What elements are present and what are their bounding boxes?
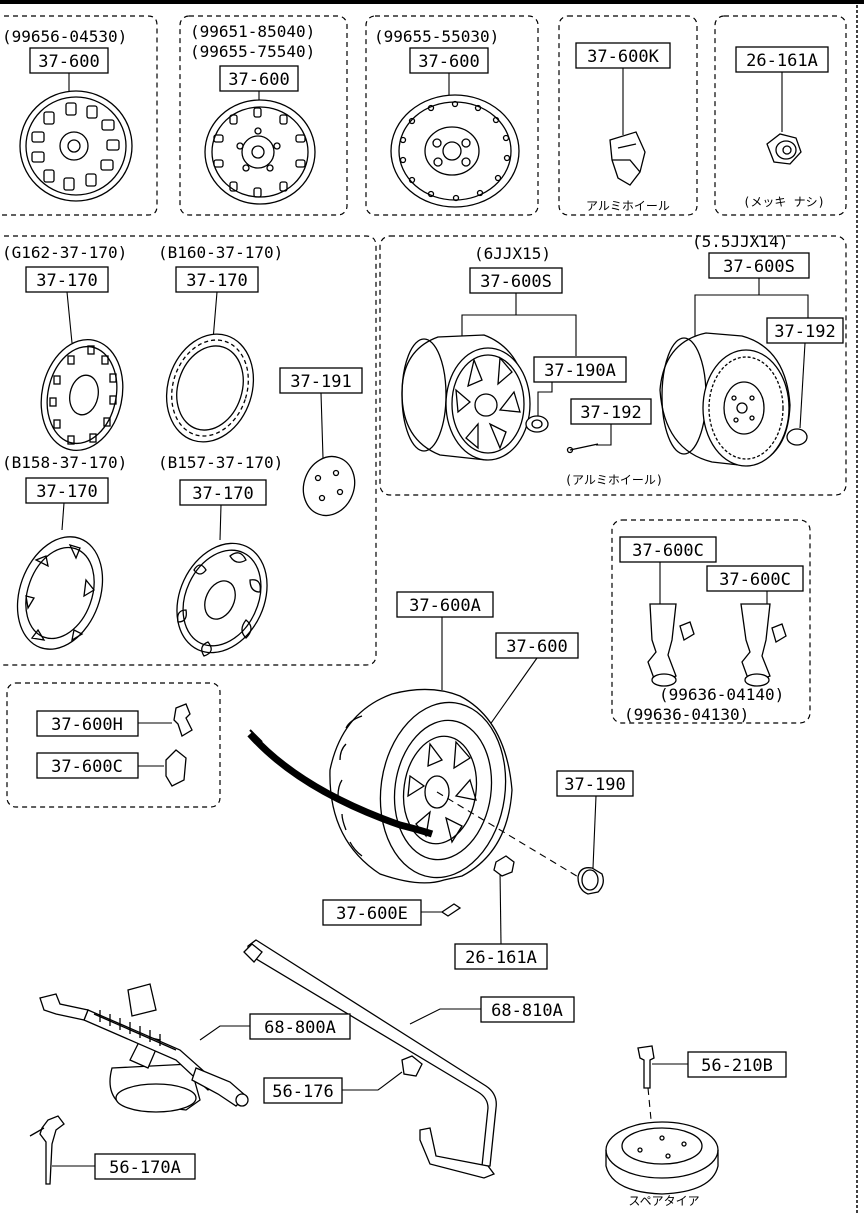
valve-core-icon [165, 703, 193, 787]
alloy-wheel-icon [659, 332, 791, 467]
part-label[interactable]: 37-600A [409, 596, 481, 616]
top-border [0, 0, 864, 4]
part-label[interactable]: 37-600 [506, 637, 567, 657]
hub-nut-icon [577, 867, 604, 895]
center-cap-icon [302, 455, 356, 517]
part-label[interactable]: 68-810A [491, 1001, 563, 1021]
group-valve-parts: 37-600H 37-600C [6, 682, 221, 808]
part-number-header: (99656-04530) [2, 27, 127, 46]
part-number-header: (99636-04130) [624, 705, 749, 724]
note-text: アルミホイール [586, 199, 670, 213]
group-ornament-37-600K: 37-600K アルミホイール [558, 15, 698, 216]
group-wheel-99651-85040: (99651-85040) (99655-75540) 37-600 [179, 15, 348, 216]
note-text: (アルミホイール) [565, 473, 663, 487]
valve-cap-icon [440, 903, 462, 917]
part-label[interactable]: 37-600S [723, 257, 795, 277]
pointer-arrow [247, 731, 434, 838]
part-label[interactable]: 56-170A [109, 1158, 181, 1178]
part-label[interactable]: 37-600K [587, 47, 659, 67]
part-label[interactable]: 37-190 [564, 775, 625, 795]
lug-nut-icon [493, 855, 515, 877]
group-alloy-wheels: (6JJX15) (5.5JJX14) 37-600S 37-190A 37-1… [379, 232, 847, 496]
part-number-header: (B158-37-170) [2, 453, 127, 472]
part-label[interactable]: 37-170 [36, 482, 97, 502]
part-label[interactable]: 37-600 [418, 52, 479, 72]
part-label[interactable]: 37-600C [719, 570, 791, 590]
group-wheel-99656-04530: (99656-04530) 37-600 [0, 15, 158, 216]
part-label[interactable]: 37-600H [51, 715, 123, 735]
center-cap-icon [786, 428, 808, 446]
part-number-header: (5.5JJX14) [692, 232, 788, 251]
trim-ring-icon [165, 333, 255, 443]
group-nut-26-161A: 26-161A (メッキ ナシ) [714, 15, 847, 216]
group-wheel-99655-55030: (99655-55030) 37-600 [365, 15, 539, 216]
jack-handle-icon [29, 1115, 65, 1185]
part-label[interactable]: 37-600C [632, 541, 704, 561]
spare-tire-storage-icon [605, 1121, 719, 1195]
part-label[interactable]: 37-170 [186, 271, 247, 291]
main-tire-assembly: 37-600A 37-600 37-190 37-600E [29, 591, 787, 1208]
part-label[interactable]: 37-600S [480, 272, 552, 292]
part-number-header: (99655-55030) [374, 27, 499, 46]
part-label[interactable]: 37-192 [774, 322, 835, 342]
part-number-header: (99651-85040) [190, 22, 315, 41]
lug-wrench-icon [243, 939, 497, 1179]
wheel-cover-icon [176, 542, 268, 657]
part-number-header: (B157-37-170) [158, 453, 283, 472]
clip-icon [609, 131, 646, 186]
nut-icon [525, 415, 549, 433]
wheel-cover-icon [40, 338, 124, 452]
steel-wheel-icon [390, 94, 520, 208]
group-valves: 37-600C 37-600C (99636-04140) (99636-041… [611, 519, 811, 724]
part-number-header: (99655-75540) [190, 42, 315, 61]
bolt-icon [637, 1045, 655, 1089]
alloy-wheel-icon [401, 334, 531, 461]
note-text: スペアタイア [628, 1194, 699, 1208]
part-number-header: (G162-37-170) [2, 243, 127, 262]
part-label[interactable]: 37-600E [336, 904, 408, 924]
scissor-jack-icon [39, 983, 249, 1113]
part-label[interactable]: 37-192 [580, 403, 641, 423]
trim-ring-icon [16, 536, 104, 650]
part-label[interactable]: 26-161A [465, 948, 537, 968]
clip-icon [401, 1055, 423, 1077]
part-label[interactable]: 37-170 [36, 271, 97, 291]
part-label[interactable]: 37-600 [228, 70, 289, 90]
part-label[interactable]: 37-600 [38, 52, 99, 72]
part-label[interactable]: 37-600C [51, 757, 123, 777]
part-label[interactable]: 37-191 [290, 372, 351, 392]
steel-wheel-icon [19, 90, 133, 202]
group-wheel-covers: (G162-37-170) (B160-37-170) (B158-37-170… [0, 235, 377, 666]
part-label[interactable]: 37-170 [192, 484, 253, 504]
steel-wheel-icon [204, 99, 316, 205]
part-number-header: (B160-37-170) [158, 243, 283, 262]
part-label[interactable]: 56-210B [701, 1056, 773, 1076]
note-text: (メッキ ナシ) [743, 195, 825, 209]
part-label[interactable]: 56-176 [272, 1082, 333, 1102]
part-number-header: (99636-04140) [659, 685, 784, 704]
valve-icon [647, 603, 787, 687]
spare-tire-icon [329, 688, 513, 884]
valve-stem-icon [566, 443, 599, 454]
part-label[interactable]: 37-190A [544, 361, 616, 381]
part-label[interactable]: 26-161A [746, 51, 818, 71]
part-number-header: (6JJX15) [474, 244, 551, 263]
lug-nut-icon [766, 133, 802, 165]
part-label[interactable]: 68-800A [264, 1018, 336, 1038]
